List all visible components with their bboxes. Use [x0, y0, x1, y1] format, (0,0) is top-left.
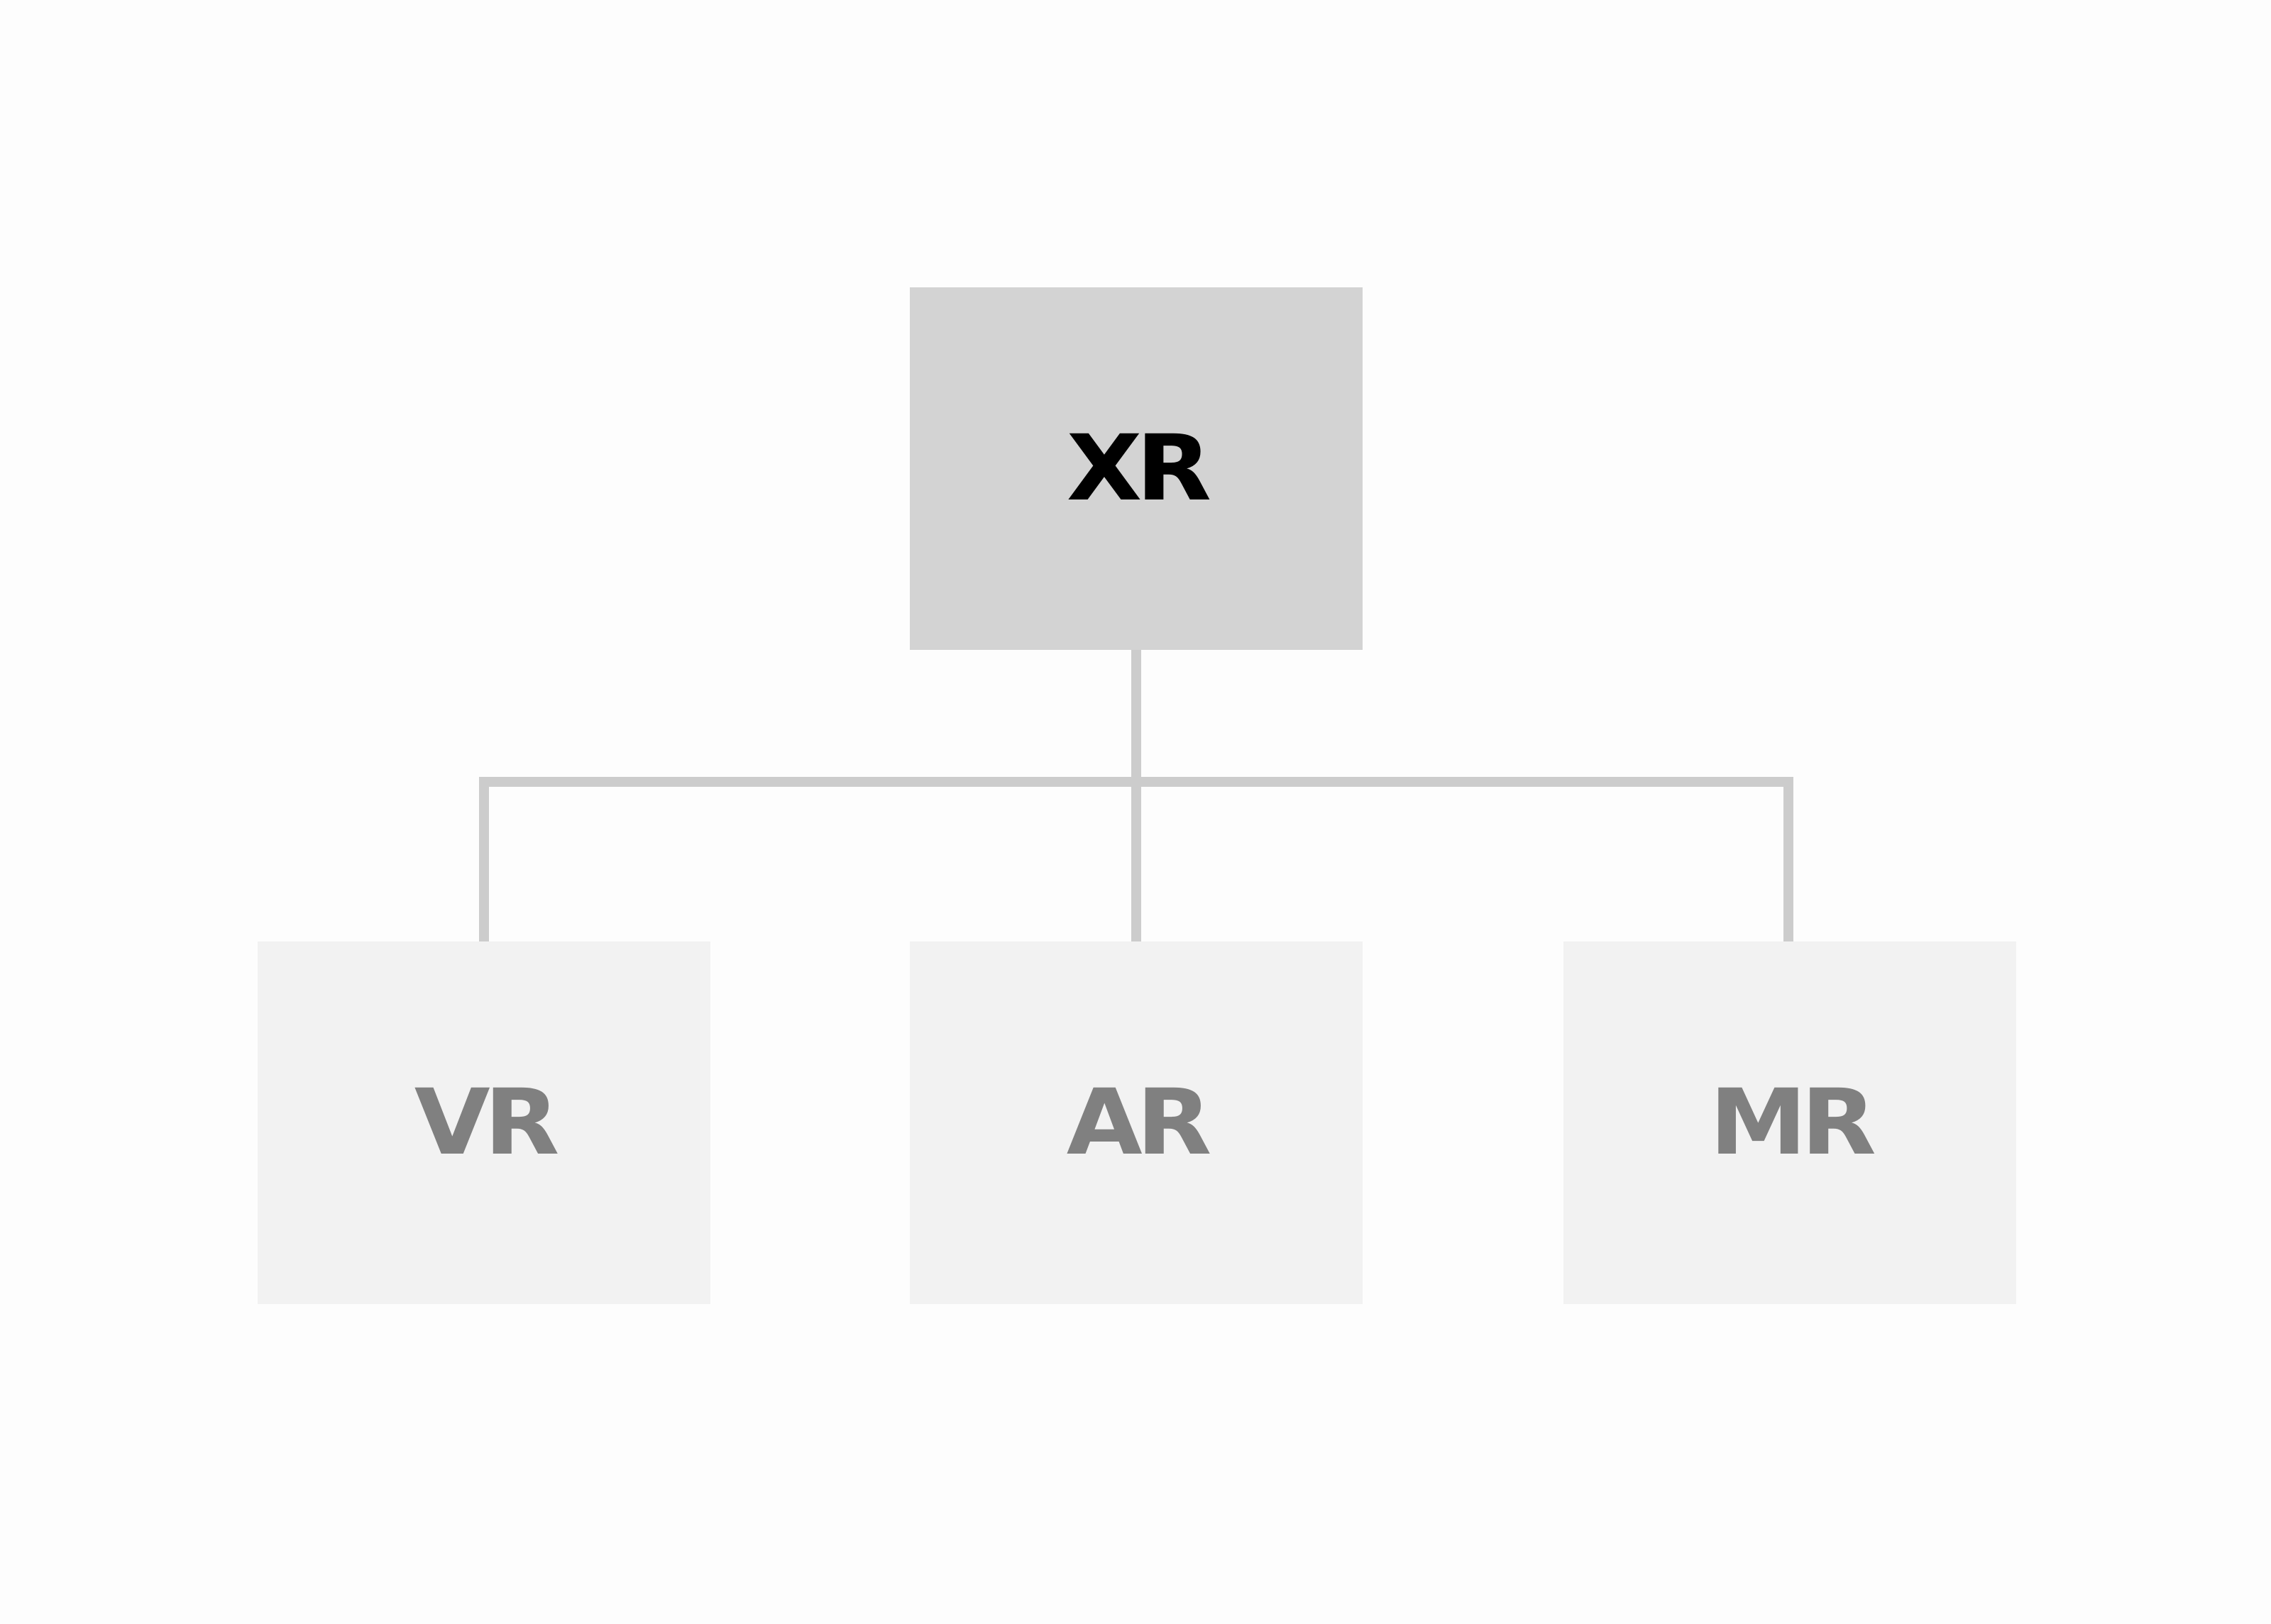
- node-vr: VR: [258, 941, 710, 1304]
- node-ar: AR: [910, 941, 1363, 1304]
- node-vr-label: VR: [414, 1069, 560, 1176]
- node-ar-label: AR: [1066, 1069, 1212, 1176]
- node-mr: MR: [1563, 941, 2016, 1304]
- node-xr-label: XR: [1067, 415, 1211, 521]
- node-mr-label: MR: [1709, 1069, 1876, 1176]
- node-xr: XR: [910, 287, 1363, 650]
- connector-bracket-outer: [479, 777, 1793, 941]
